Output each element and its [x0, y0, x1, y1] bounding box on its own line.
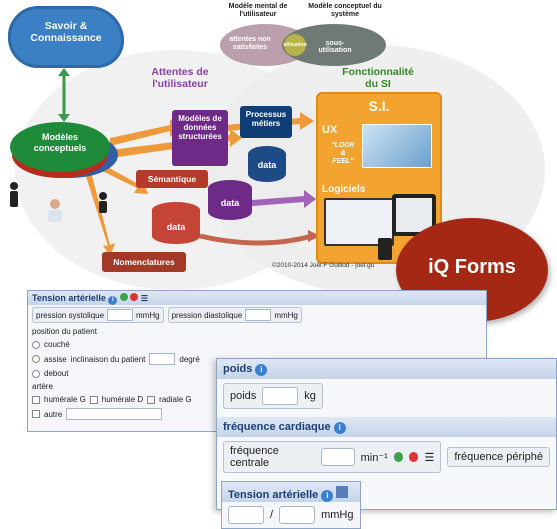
- artere-options: humérale G humérale D radiale G: [28, 393, 486, 406]
- conceptual-models-ellipse: [10, 122, 110, 172]
- ux-label: UX: [322, 124, 338, 136]
- inclinaison-input[interactable]: [149, 353, 176, 365]
- ta-systolic-input[interactable]: [228, 506, 264, 524]
- checkbox-humerale-g[interactable]: [32, 395, 40, 404]
- fc-unit: min⁻¹: [360, 451, 388, 464]
- copyright: ©2010-2014 Joël F Guillod - joel.gu: [272, 262, 375, 269]
- poids-input[interactable]: [262, 387, 299, 405]
- list-icon[interactable]: ☰: [140, 294, 149, 303]
- systolic-input[interactable]: [107, 309, 134, 321]
- data-models-label: Modèles de données structurées: [178, 114, 222, 141]
- radio-button[interactable]: [32, 355, 40, 363]
- remove-icon[interactable]: [130, 293, 139, 301]
- fc-label: fréquence centrale: [230, 445, 279, 469]
- poids-title: poids: [223, 363, 253, 375]
- info-icon[interactable]: i: [321, 490, 334, 502]
- unit-label: mmHg: [274, 310, 298, 320]
- ux-image: [362, 124, 432, 168]
- utilisation-label: utilisation: [283, 42, 307, 48]
- cloud-label: Savoir & Connaissance: [30, 20, 102, 44]
- conceptual-models-label: Modèles conceptuels: [33, 132, 87, 153]
- iqforms-label: iQ Forms: [428, 256, 516, 278]
- ta-unit: mmHg: [321, 509, 354, 521]
- radio-couche[interactable]: couché: [28, 338, 486, 351]
- diastolic-label: pression diastolique: [171, 310, 243, 320]
- expand-icon[interactable]: [336, 486, 349, 498]
- si-title: S.I.: [368, 98, 390, 114]
- radio-debout[interactable]: debout: [28, 367, 486, 380]
- radio-button[interactable]: [32, 369, 40, 378]
- arrow-red: [199, 233, 313, 246]
- autre-row: autre: [28, 406, 486, 422]
- fonctionnalite-title: Fonctionnalité du SI: [342, 66, 414, 90]
- artere-label: artère: [32, 382, 53, 391]
- checkbox-humerale-d[interactable]: [89, 395, 98, 404]
- knowledge-cloud: Savoir & Connaissance: [8, 6, 124, 68]
- info-icon[interactable]: i: [108, 296, 118, 305]
- position-label: position du patient: [32, 327, 97, 336]
- ta-diastolic-input[interactable]: [279, 506, 316, 524]
- unit-label: mmHg: [136, 310, 160, 320]
- processus-box: [240, 106, 292, 138]
- logiciels-label: Logiciels: [322, 184, 366, 195]
- remove-icon[interactable]: [409, 452, 419, 462]
- mental-model-title: Modèle mental de l'utilisateur: [228, 3, 288, 18]
- info-icon[interactable]: i: [333, 422, 346, 434]
- data-label-purple: data: [220, 198, 240, 208]
- data-cylinder-blue: [248, 146, 286, 182]
- doctor-icon: [48, 199, 62, 222]
- checkbox-autre[interactable]: [32, 410, 40, 418]
- attentes-title: Attentes de l'utilisateur: [151, 66, 209, 90]
- pressure-row: pression systolique mmHg pression diasto…: [28, 305, 486, 325]
- look-feel-label: "LOOK&FEEL": [331, 142, 355, 165]
- poids-row: poids kg: [217, 379, 556, 413]
- person-icon: [10, 182, 107, 213]
- fc-row: fréquence centrale min⁻¹ ☰ fréquence pér…: [217, 437, 556, 477]
- system-model-title: Modèle conceptuel du système: [308, 3, 382, 18]
- systolic-label: pression systolique: [36, 310, 105, 320]
- poids-label: poids: [230, 390, 257, 402]
- poids-header: poids i: [217, 359, 556, 379]
- diastolic-input[interactable]: [245, 309, 272, 321]
- data-label-red: data: [166, 222, 186, 232]
- data-cylinder-red: [152, 202, 200, 244]
- ta-row: / mmHg: [222, 502, 360, 528]
- list-icon[interactable]: ☰: [424, 451, 435, 464]
- radio-button[interactable]: [32, 340, 40, 349]
- fc-title: fréquence cardiaque: [223, 421, 331, 433]
- checkbox-radiale-g[interactable]: [147, 395, 156, 404]
- add-icon[interactable]: [119, 293, 128, 301]
- fc-periph-label: fréquence périphé: [454, 451, 543, 463]
- data-label-blue: data: [257, 160, 277, 170]
- info-icon[interactable]: i: [255, 364, 268, 376]
- degre-label: degré: [179, 354, 200, 364]
- add-icon[interactable]: [393, 452, 404, 462]
- phone-image: [378, 238, 392, 260]
- semantique-label: Sémantique: [147, 174, 197, 184]
- inclinaison-label: inclinaison du patient: [70, 354, 146, 364]
- semantique-box: [136, 170, 208, 188]
- arrow-purple: [252, 190, 316, 208]
- arrow-to-models: [110, 119, 182, 146]
- kg-label: kg: [304, 390, 316, 402]
- slash-label: /: [270, 509, 274, 521]
- nomenclatures-box: [102, 252, 186, 272]
- autre-input[interactable]: [66, 408, 163, 420]
- utilisation-circle: [284, 34, 306, 56]
- processus-label: Processus métiers: [245, 110, 287, 128]
- data-models-box: [172, 110, 228, 166]
- ta-title: Tension artérielle: [228, 489, 319, 501]
- iqforms-big-panel: poids i poids kg fréquence cardiaque i f…: [216, 358, 557, 529]
- ta-panel: Tension artérielle i / mmHg: [221, 481, 361, 529]
- fc-input[interactable]: [320, 448, 355, 466]
- ta-header: Tension artérielle i: [222, 482, 360, 502]
- sous-utilisation-label: sous-utilisation: [318, 40, 352, 54]
- fc-header: fréquence cardiaque i: [217, 417, 556, 437]
- panel-title: Tension artérielle: [32, 293, 106, 303]
- panel-header: Tension artérielle i ☰: [28, 291, 486, 305]
- data-cylinder-purple: [208, 180, 252, 220]
- unsatisfied-label: attentes non satisfaites: [229, 36, 271, 51]
- nomenclatures-label: Nomenclatures: [113, 257, 175, 267]
